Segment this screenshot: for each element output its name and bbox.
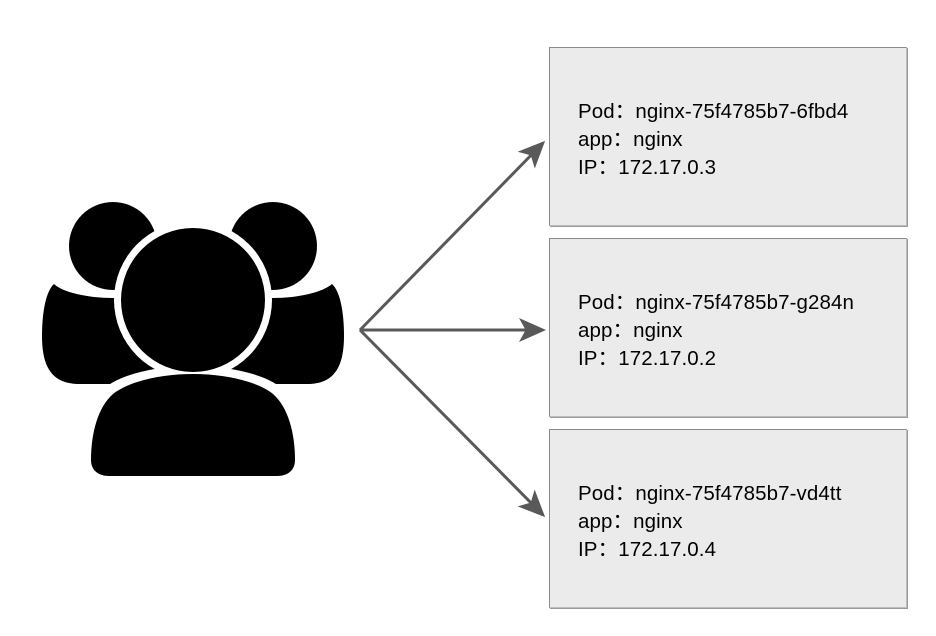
pod-ip-key: IP xyxy=(578,156,598,179)
pod-ip-line: IP：172.17.0.4 xyxy=(578,536,842,564)
pod-name-key: Pod xyxy=(578,291,615,314)
arrow-to-pod-1 xyxy=(358,140,546,332)
pod-app-separator: ： xyxy=(612,319,634,342)
pod-name-value: nginx-75f4785b7-6fbd4 xyxy=(635,100,849,123)
pod-ip-separator: ： xyxy=(597,156,619,179)
pod-name-value: nginx-75f4785b7-vd4tt xyxy=(635,482,842,505)
pod-ip-separator: ： xyxy=(597,538,619,561)
pod-name-separator: ： xyxy=(614,482,636,505)
pod-ip-line: IP：172.17.0.2 xyxy=(578,345,854,373)
pod-app-value: nginx xyxy=(633,319,683,342)
pod-details: Pod：nginx-75f4785b7-6fbd4 app：nginx IP：1… xyxy=(578,98,848,182)
pod-name-separator: ： xyxy=(614,291,636,314)
pod-app-separator: ： xyxy=(612,128,634,151)
pod-name-line: Pod：nginx-75f4785b7-vd4tt xyxy=(578,480,842,508)
pod-details: Pod：nginx-75f4785b7-g284n app：nginx IP：1… xyxy=(578,289,854,373)
pod-app-separator: ： xyxy=(612,510,634,533)
pod-name-separator: ： xyxy=(614,100,636,123)
pod-name-value: nginx-75f4785b7-g284n xyxy=(635,291,855,314)
center-person-icon xyxy=(91,228,295,476)
pod-ip-value: 172.17.0.4 xyxy=(618,538,717,561)
pod-box: Pod：nginx-75f4785b7-g284n app：nginx IP：1… xyxy=(549,238,907,417)
pod-box: Pod：nginx-75f4785b7-6fbd4 app：nginx IP：1… xyxy=(549,47,907,226)
pod-app-key: app xyxy=(578,510,613,533)
pod-box: Pod：nginx-75f4785b7-vd4tt app：nginx IP：1… xyxy=(549,429,907,608)
pod-ip-line: IP：172.17.0.3 xyxy=(578,154,848,182)
pod-app-line: app：nginx xyxy=(578,508,842,536)
pod-app-line: app：nginx xyxy=(578,126,848,154)
pod-app-key: app xyxy=(578,319,613,342)
pod-app-value: nginx xyxy=(633,128,683,151)
arrow-to-pod-3 xyxy=(358,328,546,518)
pod-app-value: nginx xyxy=(633,510,683,533)
pod-app-line: app：nginx xyxy=(578,317,854,345)
pod-name-key: Pod xyxy=(578,482,615,505)
pod-ip-separator: ： xyxy=(597,347,619,370)
users-group-icon-svg xyxy=(42,202,344,480)
pod-name-line: Pod：nginx-75f4785b7-6fbd4 xyxy=(578,98,848,126)
users-group-icon xyxy=(40,188,346,480)
pod-details: Pod：nginx-75f4785b7-vd4tt app：nginx IP：1… xyxy=(578,480,842,564)
pod-app-key: app xyxy=(578,128,613,151)
pod-name-line: Pod：nginx-75f4785b7-g284n xyxy=(578,289,854,317)
pod-ip-value: 172.17.0.3 xyxy=(618,156,717,179)
pod-ip-key: IP xyxy=(578,347,598,370)
pod-ip-key: IP xyxy=(578,538,598,561)
pod-name-key: Pod xyxy=(578,100,615,123)
pod-ip-value: 172.17.0.2 xyxy=(618,347,717,370)
